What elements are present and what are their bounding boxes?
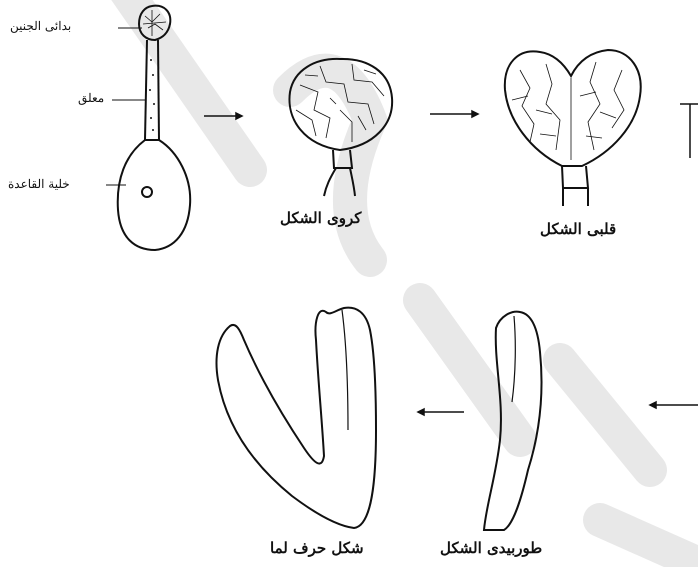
proembryo-label: بدائى الجنين bbox=[10, 19, 71, 33]
heart-embryo bbox=[505, 50, 641, 206]
u-shape-embryo bbox=[217, 308, 377, 528]
watermark bbox=[125, 0, 690, 560]
torpedo-caption: طوربيدى الشكل bbox=[440, 539, 542, 557]
arrow-5 bbox=[418, 409, 464, 415]
basal-cell-label: خلية القاعدة bbox=[8, 177, 70, 191]
heart-caption: قلبى الشكل bbox=[540, 220, 616, 238]
suspensor-label: معلق bbox=[78, 91, 104, 105]
u-shape-caption: شكل حرف لما bbox=[270, 539, 364, 557]
arrow-3 bbox=[680, 104, 698, 158]
arrow-4 bbox=[650, 402, 698, 408]
arrow-2 bbox=[430, 111, 478, 117]
globular-caption: كروى الشكل bbox=[280, 209, 361, 227]
